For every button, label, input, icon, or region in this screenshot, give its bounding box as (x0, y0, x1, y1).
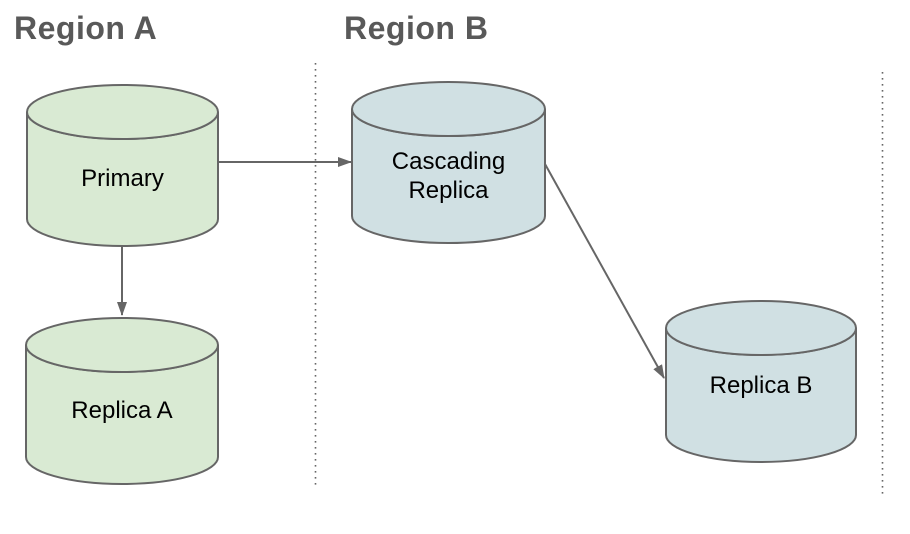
cascading-replica-db-cylinder-icon (351, 81, 546, 244)
region-b-heading: Region B (344, 10, 489, 46)
region-a-heading: Region A (14, 10, 158, 46)
cascading-replica-node-label: Cascading Replica (391, 148, 506, 204)
replica-a-db-cylinder-icon (25, 317, 219, 485)
replica-a-cylinder-top (25, 317, 219, 373)
replica-b-node-label: Replica B (709, 371, 813, 399)
edge-cascading-replica-to-replica-b (544, 163, 665, 379)
primary-db-cylinder-icon (26, 84, 219, 247)
primary-cylinder-top (26, 84, 219, 140)
replica-a-node-label: Replica A (71, 396, 173, 424)
cascading-replica-cylinder-top (351, 81, 546, 137)
primary-node-label: Primary (81, 164, 164, 192)
replica-b-db-cylinder-icon (665, 300, 857, 463)
replica-b-cylinder-top (665, 300, 857, 356)
